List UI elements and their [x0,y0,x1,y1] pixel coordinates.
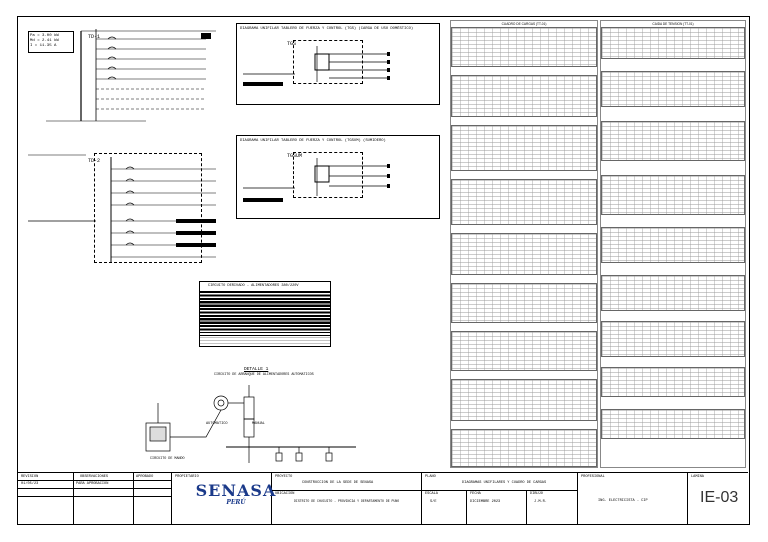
project-label: PROYECTO [275,475,293,479]
detail-subtitle: CIRCUITO DE ARRANQUE DE ALIMENTADORES AU… [214,373,314,377]
panel-label-td1: TD-1 [88,34,101,40]
drawn-value: J.M.R. [534,500,547,504]
senasa-logo: SENASA PERÚ [195,481,277,506]
sheet-label: LAMINA [691,475,704,479]
observations-label: OBSERVACIONES [80,475,109,479]
revision-value: 01/05/23 [21,482,39,486]
revision-label: REVISION [21,475,39,479]
schedule-left-title: CUADRO DE CARGAS (TT-01) [501,22,547,26]
detail-title: DETALLE 1 [244,367,269,372]
schedule-right-title: CAIDA DE TENSION (TT-01) [652,22,694,26]
load-schedule-column: CUADRO DE CARGAS (TT-01) [450,20,598,468]
panel-label-tgsum: TGSUM [287,153,303,159]
professional-value: ING. ELECTRICISTA - CIP [598,499,648,503]
voltage-drop-column: CAIDA DE TENSION (TT-01) [600,20,746,468]
scale-label: ESCALA [425,492,438,496]
drawing-sheet: Pa = 3.00 kW Md = 2.41 kW I = 11.35 A TD… [17,16,750,525]
owner-label: PROPIETARIO [175,475,199,479]
plan-value: DIAGRAMAS UNIFILARES Y CUADRO DE CARGAS [462,481,547,485]
approved-label: APROBADO [136,475,154,479]
location-value: DISTRITO DE CHUCUITO - PROVINCIA Y DEPAR… [294,499,400,503]
diagram-bottom-title: DIAGRAMA UNIFILAR TABLERO DE FUERZA Y CO… [240,139,386,143]
project-value: CONSTRUCCION DE LA SEDE DE SENASA [302,481,374,485]
observations-value: PARA APROBACION [76,482,109,486]
plan-label: PLANO [425,475,436,479]
legend-title: CIRCUITO DERIVADO - ALIMENTADORES 380/22… [208,284,299,288]
scale-value: S/E [430,500,437,504]
location-label: UBICACION [275,492,295,496]
date-value: DICIEMBRE 2023 [470,500,501,504]
detail-circuit-label: CIRCUITO DE MANDO [150,457,185,461]
title-block: REVISION OBSERVACIONES APROBADO 01/05/23… [18,472,748,525]
single-line-diagram-td1: Pa = 3.00 kW Md = 2.41 kW I = 11.35 A TD… [26,23,216,133]
detail-auto-label: AUTOMATICO [206,422,228,426]
panel-label-tgs: TGS [287,41,297,47]
unifilar-tgs-frame: DIAGRAMA UNIFILAR TABLERO DE FUERZA Y CO… [236,23,440,105]
detail-manual-label: MANUAL [252,422,265,426]
sheet-code: IE-03 [700,489,739,506]
detail-1: DETALLE 1 CIRCUITO DE ARRANQUE DE ALIMEN… [136,367,356,467]
single-line-diagram-td2: TD-2 [26,147,226,267]
unifilar-tgsum-frame: DIAGRAMA UNIFILAR TABLERO DE FUERZA Y CO… [236,135,440,219]
diagram-top-title: DIAGRAMA UNIFILAR TABLERO DE FUERZA Y CO… [240,27,414,31]
professional-label: PROFESIONAL [581,475,605,479]
legend-table: CIRCUITO DERIVADO - ALIMENTADORES 380/22… [199,281,331,347]
date-label: FECHA [470,492,481,496]
drawn-label: DIBUJO [530,492,543,496]
